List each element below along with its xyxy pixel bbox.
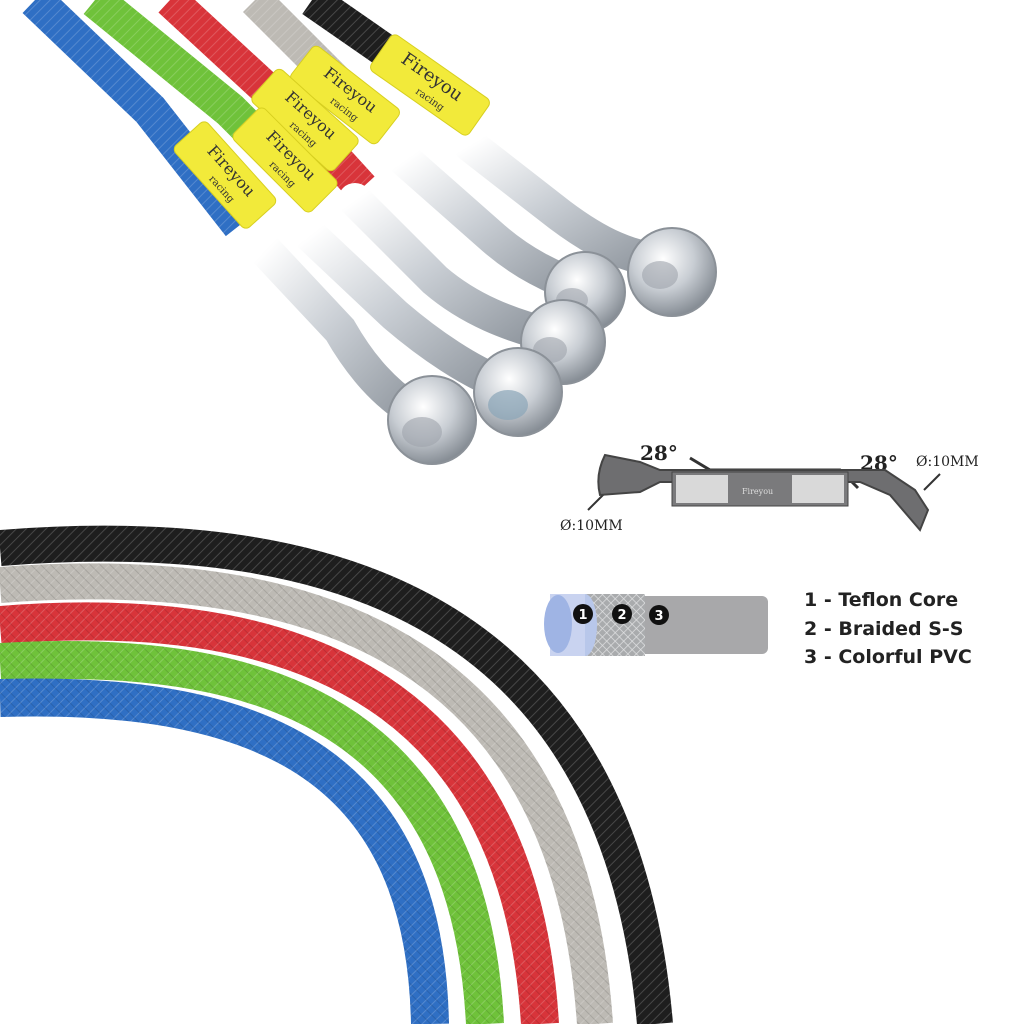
legend-item-teflon-core: 1 - Teflon Core bbox=[804, 589, 959, 611]
bend-angle-diagram: 28° 28° Ø:10MM Ø:10MM Fireyou bbox=[560, 441, 979, 534]
diagram-center-label: Fireyou bbox=[742, 487, 773, 496]
diameter-left-label: Ø:10MM bbox=[560, 518, 623, 534]
layer-number-2-text: 2 bbox=[617, 608, 626, 623]
banjo-eye-blue bbox=[387, 375, 477, 465]
brand-label-green: Fireyou racing bbox=[232, 107, 338, 213]
arrow-right-icon bbox=[923, 473, 941, 491]
legend-item-colorful-pvc: 3 - Colorful PVC bbox=[804, 646, 972, 668]
hose-coil-group bbox=[0, 525, 673, 1024]
banjo-eye-green bbox=[473, 347, 563, 437]
banjo-eye-black bbox=[627, 227, 717, 317]
brand-label-red: Fireyou racing bbox=[251, 68, 359, 172]
angle-left-label: 28° bbox=[640, 441, 678, 465]
layer-number-1-text: 1 bbox=[578, 608, 587, 623]
legend-item-braided-ss: 2 - Braided S-S bbox=[804, 617, 964, 640]
layer-legend: 1 - Teflon Core 2 - Braided S-S 3 - Colo… bbox=[804, 586, 1014, 672]
hose-fittings-group: Fireyou racing Fireyou racing Fireyou ra… bbox=[22, 0, 717, 465]
hose-layers-illustration: 1 2 3 bbox=[544, 594, 768, 656]
layer-number-3-text: 3 bbox=[654, 609, 663, 624]
diameter-right-label: Ø:10MM bbox=[916, 454, 979, 470]
layer-number-3 bbox=[649, 605, 669, 625]
layer-number-1 bbox=[573, 604, 593, 624]
layer-number-2 bbox=[612, 604, 632, 624]
